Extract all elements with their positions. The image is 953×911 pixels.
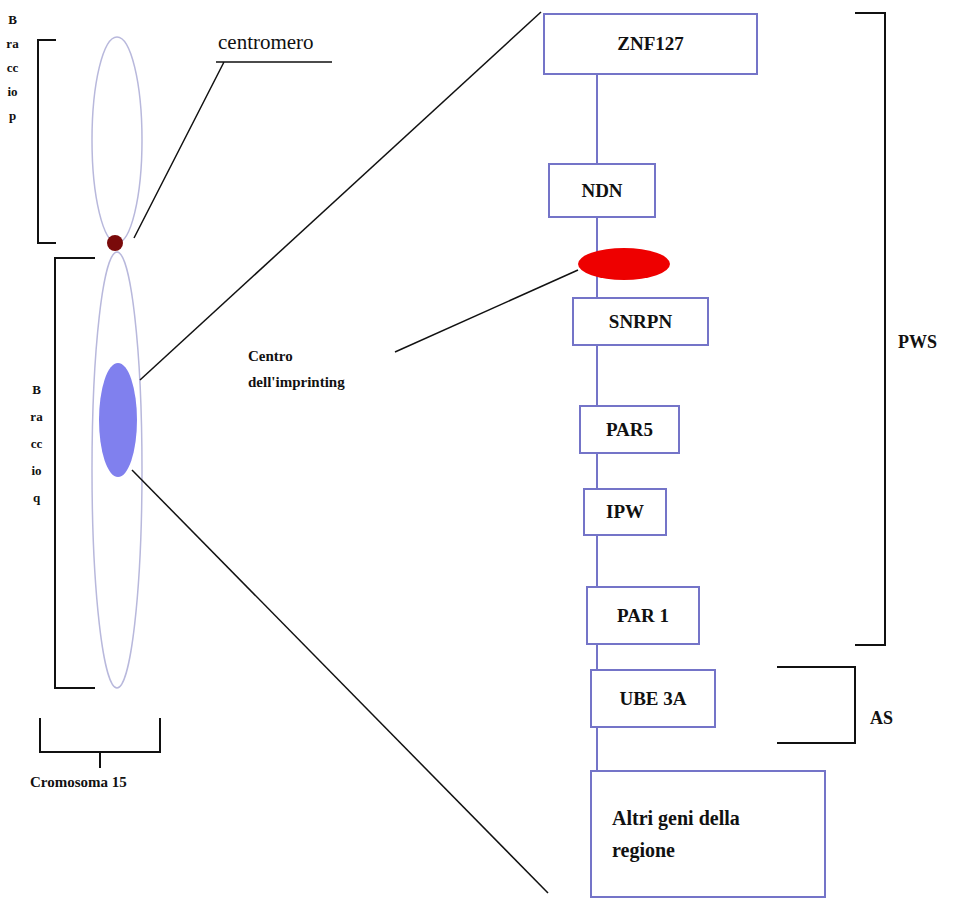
gene-name: Altri geni della regione bbox=[612, 802, 762, 866]
gene-name: SNRPN bbox=[609, 311, 672, 333]
annotation-label: Centro dell'imprinting bbox=[248, 343, 373, 395]
annotation-label: AS bbox=[870, 708, 893, 729]
gene-box: SNRPN bbox=[572, 297, 709, 346]
zoom-line bbox=[140, 12, 541, 380]
leader-line bbox=[134, 62, 332, 238]
leader-line bbox=[395, 270, 578, 352]
region-highlight bbox=[99, 363, 137, 477]
gene-link bbox=[596, 645, 598, 669]
annotation-label: PWS bbox=[898, 332, 937, 353]
gene-name: NDN bbox=[581, 180, 622, 202]
gene-box: PAR 1 bbox=[586, 586, 700, 645]
annotation-label: Cromosoma 15 bbox=[30, 774, 127, 791]
q-arm bbox=[92, 252, 142, 688]
annotation-label: Braccio p bbox=[6, 8, 19, 128]
p-arm bbox=[92, 37, 142, 243]
gene-box: UBE 3A bbox=[590, 669, 716, 728]
gene-name: IPW bbox=[606, 501, 644, 523]
gene-name: ZNF127 bbox=[617, 33, 684, 55]
pws-bracket bbox=[855, 13, 885, 645]
gene-link bbox=[596, 454, 598, 488]
gene-box: IPW bbox=[583, 488, 667, 536]
gene-box: ZNF127 bbox=[543, 13, 758, 75]
zoom-line bbox=[132, 470, 548, 893]
chromosome-bracket bbox=[40, 718, 160, 768]
q-bracket bbox=[55, 258, 95, 688]
gene-name: UBE 3A bbox=[619, 688, 686, 710]
as-bracket bbox=[777, 667, 855, 743]
gene-link bbox=[596, 75, 598, 163]
gene-link bbox=[596, 536, 598, 586]
gene-box: Altri geni della regione bbox=[590, 770, 826, 898]
gene-name: PAR 1 bbox=[617, 605, 669, 627]
gene-box: NDN bbox=[548, 163, 656, 218]
gene-name: PAR5 bbox=[606, 419, 653, 441]
imprinting-center bbox=[578, 248, 670, 280]
centromere-dot bbox=[107, 235, 123, 251]
p-bracket bbox=[38, 40, 56, 243]
gene-box: PAR5 bbox=[579, 405, 680, 454]
annotation-label: Braccio q bbox=[30, 376, 43, 511]
gene-link bbox=[596, 346, 598, 405]
gene-link bbox=[596, 728, 598, 770]
annotation-label: centromero bbox=[218, 30, 314, 55]
